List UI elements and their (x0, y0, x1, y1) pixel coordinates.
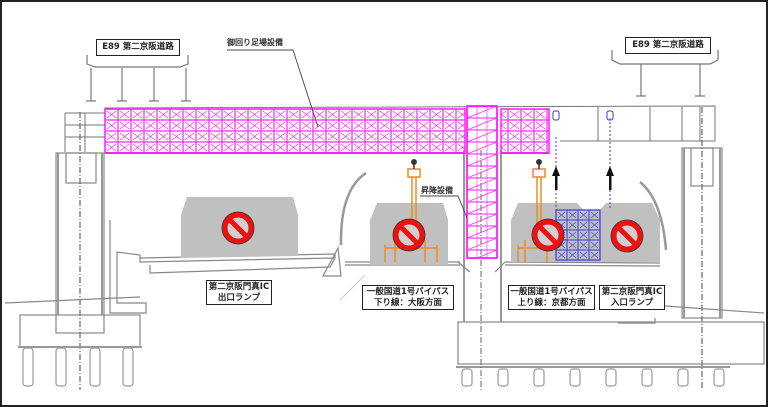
main-girder (64, 105, 716, 152)
no-entry-icon (222, 212, 254, 244)
bypass-down-line2: 下り線：大阪方面 (373, 297, 442, 308)
suspended-scaffolding (104, 108, 550, 154)
bypass-down-label: 一般国道1号バイパス 下り線：大阪方面 (362, 285, 454, 310)
bypass-up-label: 一般国道1号バイパス 上り線：京都方面 (508, 285, 595, 310)
entry-ramp-line1: 第二京阪門真IC (601, 286, 663, 297)
center-columns (463, 150, 502, 390)
no-entry-icon (532, 219, 564, 251)
wall-left (109, 220, 147, 314)
stair-tower (466, 105, 498, 259)
tunnel-arches (339, 171, 668, 251)
bypass-up-line1: 一般国道1号バイパス (510, 286, 593, 297)
aerial-lift-left (384, 159, 438, 262)
highway-label-text: E89 第二京阪道路 (102, 42, 174, 52)
highway-label-right: E89 第二京阪道路 (625, 37, 711, 54)
highway-label-text: E89 第二京阪道路 (632, 40, 704, 50)
exit-ramp-label: 第二京阪門真IC 出口ランプ (206, 280, 272, 305)
bypass-down-line1: 一般国道1号バイパス (366, 286, 450, 297)
pier-right (456, 107, 765, 390)
highway-label-left: E89 第二京阪道路 (96, 39, 180, 56)
bypass-up-line2: 上り線：京都方面 (517, 297, 586, 308)
highway-deck-left (86, 55, 191, 102)
no-entry-icon (393, 219, 425, 251)
entry-ramp-label: 第二京阪門真IC 入口ランプ (599, 285, 665, 310)
arrow-up-icon (552, 166, 614, 190)
exit-ramp-line1: 第二京阪門真IC (208, 281, 270, 292)
entry-ramp-line2: 入口ランプ (610, 297, 654, 308)
exit-ramp-line2: 出口ランプ (217, 292, 261, 303)
no-entry-icon (611, 220, 643, 252)
callout-leaders (227, 49, 468, 301)
highway-deck-right (611, 50, 719, 97)
lift-callout-label: 昇降設備 (421, 186, 453, 195)
pier-left (4, 112, 142, 390)
scaffold-callout-label: 御回り足場設備 (227, 38, 283, 47)
